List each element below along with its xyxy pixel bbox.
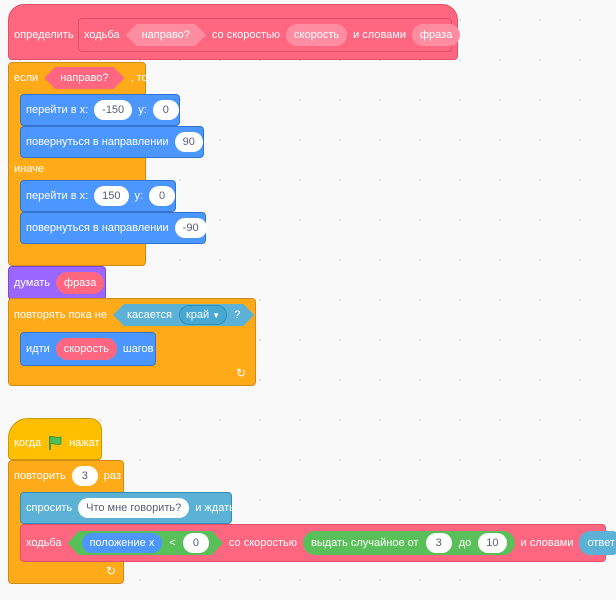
move-suffix: шагов <box>122 343 154 355</box>
else-keyword: иначе <box>14 163 44 175</box>
touching-target-dropdown[interactable]: край ▼ <box>179 305 227 325</box>
clicked-label: нажат <box>69 437 100 449</box>
random-to-input[interactable]: 10 <box>478 533 507 554</box>
less-than-symbol: < <box>169 537 176 549</box>
loop-arrow-icon: ↻ <box>106 564 117 578</box>
random-to-label: до <box>458 537 472 549</box>
label-words: и словами <box>353 29 406 41</box>
touching-block[interactable]: касается край ▼ ? <box>113 304 254 326</box>
when-label: когда <box>14 437 42 449</box>
label-speed: со скоростью <box>211 29 281 41</box>
ask-suffix: и ждать <box>195 502 235 514</box>
then-keyword: , то <box>130 72 148 84</box>
point-direction-label: повернуться в направлении <box>26 222 169 234</box>
param-phrase-reporter[interactable]: фраза <box>412 24 461 46</box>
goto-x-input[interactable]: 150 <box>94 186 129 206</box>
less-than-block[interactable]: положение x < 0 <box>68 531 223 555</box>
goto-label-y: y: <box>134 190 144 202</box>
repeat-suffix: раз <box>103 470 121 482</box>
speed-reporter[interactable]: скорость <box>55 338 117 360</box>
touching-target-label: край <box>185 309 210 322</box>
if-condition-reporter[interactable]: направо? <box>44 67 124 89</box>
point-direction-block-1[interactable] <box>20 126 204 158</box>
procedure-name: ходьба <box>84 29 120 41</box>
ask-question-input[interactable]: Что мне говорить? <box>78 498 190 518</box>
dropdown-arrow-icon: ▼ <box>212 311 221 321</box>
label-speed: со скоростью <box>228 537 297 549</box>
position-x-reporter[interactable]: положение x <box>82 533 163 553</box>
point-direction-label: повернуться в направлении <box>26 136 169 148</box>
procedure-name: ходьба <box>26 537 62 549</box>
random-from-input[interactable]: 3 <box>425 533 452 554</box>
goto-y-input[interactable]: 0 <box>152 100 179 120</box>
move-label: идти <box>26 343 50 355</box>
touching-label: касается <box>126 309 172 321</box>
direction-input[interactable]: -90 <box>174 218 207 238</box>
think-label: думать <box>14 277 51 289</box>
random-label: выдать случайное от <box>311 537 419 549</box>
repeat-label: повторить <box>14 470 66 482</box>
label-words: и словами <box>520 537 574 549</box>
goto-y-input[interactable]: 0 <box>149 186 176 206</box>
goto-label-x: перейти в x: <box>26 104 89 116</box>
if-keyword: если <box>14 72 39 84</box>
random-block[interactable]: выдать случайное от 3 до 10 <box>303 531 515 555</box>
compare-value-input[interactable]: 0 <box>183 533 209 553</box>
touching-question: ? <box>234 309 241 321</box>
goto-x-input[interactable]: -150 <box>94 100 133 120</box>
loop-arrow-icon: ↻ <box>236 366 247 380</box>
repeat-count-input[interactable]: 3 <box>71 466 98 486</box>
param-direction-reporter[interactable]: направо? <box>126 24 206 46</box>
green-flag-icon <box>49 435 62 450</box>
ask-label: спросить <box>26 502 73 514</box>
define-keyword: определить <box>14 29 74 41</box>
goto-label-x: перейти в x: <box>26 190 89 202</box>
param-speed-reporter[interactable]: скорость <box>286 24 348 46</box>
phrase-reporter[interactable]: фраза <box>56 272 105 294</box>
goto-label-y: y: <box>138 104 147 116</box>
repeat-until-label: повторять пока не <box>14 309 107 321</box>
direction-input[interactable]: 90 <box>174 132 203 152</box>
answer-reporter[interactable]: ответ <box>579 531 616 555</box>
